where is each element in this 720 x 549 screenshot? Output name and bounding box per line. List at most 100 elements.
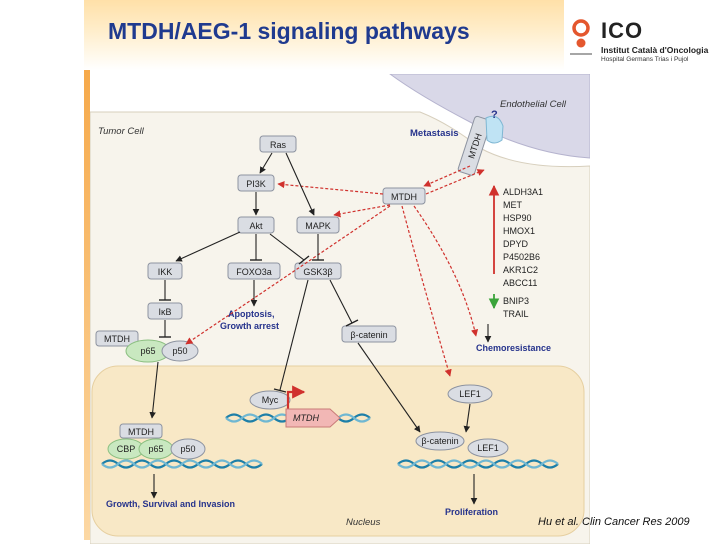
beta-catenin-nuc-node: β-catenin bbox=[415, 431, 465, 451]
pi3k-node: PI3K bbox=[237, 174, 275, 192]
growth-label: Growth, Survival and Invasion bbox=[106, 499, 235, 509]
akt-to-ikk-arrow bbox=[175, 231, 241, 262]
beta-catenin-cyto-node: β-catenin bbox=[341, 325, 397, 343]
ico-logo: ICO Institut Català d'Oncologia Hospital… bbox=[560, 8, 715, 68]
dna-strand-nfkb bbox=[101, 459, 263, 469]
lef1-nuc-node: LEF1 bbox=[467, 438, 509, 458]
cbp-label: CBP bbox=[117, 444, 136, 454]
metastasis-label: Metastasis bbox=[410, 128, 459, 139]
downregulated-genes: BNIP3 TRAIL bbox=[503, 296, 529, 319]
beta-catenin-to-nucleus-arrow bbox=[357, 342, 421, 433]
myc-label: Myc bbox=[262, 395, 279, 405]
upregulated-genes: ALDH3A1 MET HSP90 HMOX1 DPYD P4502B6 AKR… bbox=[503, 187, 543, 288]
ikb-node: IκB bbox=[147, 302, 183, 320]
apoptosis-label-line2: Growth arrest bbox=[220, 321, 279, 331]
mtdh-gene-label: MTDH bbox=[293, 413, 319, 423]
slide-header: MTDH/AEG-1 signaling pathways ICO Instit… bbox=[0, 0, 720, 72]
p65-nuc-node: p65 bbox=[138, 438, 174, 460]
ikb-label: IκB bbox=[158, 307, 171, 317]
mtdh-to-mapk-arrow bbox=[333, 204, 391, 218]
mtdh-to-nfkb-arrow bbox=[185, 205, 391, 345]
akt-inhibits-gsk3b-bar bbox=[298, 255, 310, 265]
question-mark: ? bbox=[491, 109, 498, 121]
akt-inhibits-gsk3b bbox=[269, 233, 305, 261]
mtdh-to-genes-arrow bbox=[425, 169, 485, 195]
proliferation-label: Proliferation bbox=[445, 507, 498, 517]
mtdh-nfkb-node: MTDH bbox=[95, 330, 139, 347]
title-band bbox=[84, 0, 564, 70]
lef1-cyto-node: LEF1 bbox=[447, 384, 493, 404]
myc-node: Myc bbox=[249, 390, 291, 410]
ikk-node: IKK bbox=[147, 262, 183, 280]
lef1-nuc-label: LEF1 bbox=[477, 443, 499, 453]
endothelial-cell-label: Endothelial Cell bbox=[500, 99, 567, 110]
accent-stripe bbox=[84, 70, 90, 540]
mtdh-gene: MTDH bbox=[285, 408, 341, 428]
beta-catenin-nuc-label: β-catenin bbox=[421, 436, 458, 446]
ras-node: Ras bbox=[259, 135, 297, 153]
mtdh-to-pi3k-arrow bbox=[277, 181, 384, 195]
mtdh-to-lef1-arrow bbox=[401, 205, 452, 377]
p50-nuc-label: p50 bbox=[180, 444, 195, 454]
mtdh-pathway-diagram: Endothelial Cell Tumor Cell Nucleus MTDH… bbox=[89, 73, 591, 545]
gsk3b-inhibits-beta-catenin-bar bbox=[345, 319, 359, 327]
foxo3a-label: FOXO3a bbox=[236, 267, 272, 277]
gsk3b-inhibits-beta-catenin bbox=[329, 279, 353, 324]
mtdh-nfkb-label: MTDH bbox=[104, 334, 130, 344]
p50-cyto-node: p50 bbox=[161, 340, 199, 362]
apoptosis-label-line1: Apoptosis, bbox=[228, 309, 275, 319]
nucleus-label: Nucleus bbox=[346, 517, 381, 528]
ras-to-pi3k-arrow bbox=[259, 152, 273, 174]
mtdh-center-label: MTDH bbox=[391, 192, 417, 202]
gene-down-0: BNIP3 bbox=[503, 296, 529, 306]
gene-up-5: P4502B6 bbox=[503, 252, 540, 262]
ras-to-mapk-arrow bbox=[285, 152, 315, 216]
ras-label: Ras bbox=[270, 140, 287, 150]
mapk-node: MAPK bbox=[296, 216, 340, 234]
gene-up-1: MET bbox=[503, 200, 523, 210]
dna-strand-lef1 bbox=[397, 459, 559, 469]
mapk-label: MAPK bbox=[305, 221, 331, 231]
ico-logo-icon bbox=[570, 19, 592, 55]
gsk3b-inhibits-myc bbox=[279, 279, 309, 391]
pi3k-label: PI3K bbox=[246, 179, 266, 189]
membrane-receptor bbox=[485, 115, 504, 144]
lef1-to-complex-arrow bbox=[463, 403, 471, 433]
akt-label: Akt bbox=[249, 221, 263, 231]
citation: Hu et al. Clin Cancer Res 2009 bbox=[538, 516, 690, 528]
beta-catenin-cyto-label: β-catenin bbox=[350, 330, 387, 340]
p65-nuc-label: p65 bbox=[148, 444, 163, 454]
transcription-start-arrow bbox=[286, 385, 306, 410]
nucleus bbox=[91, 365, 585, 537]
gene-up-7: ABCC11 bbox=[503, 278, 537, 288]
mtdh-to-metastasis-arrow bbox=[423, 165, 471, 187]
slide-title: MTDH/AEG-1 signaling pathways bbox=[108, 18, 470, 44]
gsk3b-inhibits-myc-bar bbox=[273, 388, 287, 393]
mtdh-membrane-protein: MTDH bbox=[457, 115, 492, 176]
tumor-cell-label: Tumor Cell bbox=[98, 126, 145, 137]
mtdh-nuclear-label: MTDH bbox=[128, 427, 154, 437]
p50-nuc-node: p50 bbox=[170, 438, 206, 460]
logo-line2: Hospital Germans Trias i Pujol bbox=[601, 56, 689, 63]
gene-up-2: HSP90 bbox=[503, 213, 532, 223]
logo-line1: Institut Català d'Oncologia bbox=[601, 45, 709, 55]
gene-up-0: ALDH3A1 bbox=[503, 187, 543, 197]
mtdh-center-node: MTDH bbox=[382, 187, 426, 205]
chemoresistance-label: Chemoresistance bbox=[476, 343, 551, 353]
p65-cyto-label: p65 bbox=[140, 346, 155, 356]
mtdh-to-chemoresistance-arrow bbox=[413, 205, 479, 337]
pathway-svg: Endothelial Cell Tumor Cell Nucleus MTDH… bbox=[89, 73, 591, 545]
foxo3a-node: FOXO3a bbox=[227, 262, 281, 280]
mtdh-nuclear-node: MTDH bbox=[119, 423, 163, 439]
akt-node: Akt bbox=[237, 216, 275, 234]
gene-up-4: DPYD bbox=[503, 239, 529, 249]
logo-name: ICO bbox=[601, 18, 644, 43]
lef1-cyto-label: LEF1 bbox=[459, 389, 481, 399]
ikk-label: IKK bbox=[158, 267, 173, 277]
gene-up-3: HMOX1 bbox=[503, 226, 535, 236]
gsk3b-label: GSK3β bbox=[303, 267, 332, 277]
gene-down-1: TRAIL bbox=[503, 309, 529, 319]
p50-cyto-label: p50 bbox=[172, 346, 187, 356]
nfkb-to-nucleus-arrow bbox=[149, 361, 159, 419]
gene-up-6: AKR1C2 bbox=[503, 265, 538, 275]
